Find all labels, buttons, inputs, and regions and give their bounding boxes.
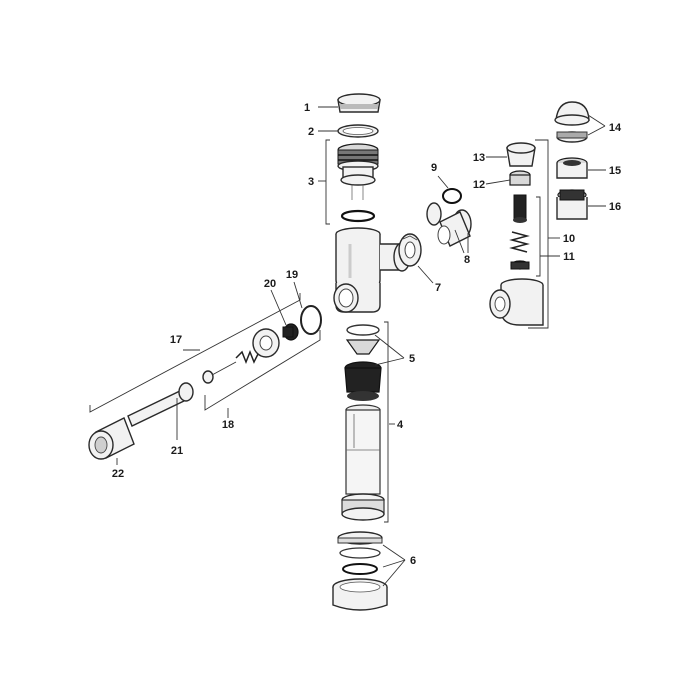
callout-18: 18 xyxy=(222,419,234,431)
part-7-coupling-nut xyxy=(398,233,422,267)
callout-5: 5 xyxy=(409,353,415,365)
callout-21: 21 xyxy=(171,445,183,457)
part-21-handle-shaft xyxy=(89,293,301,427)
part-14-dome-cap xyxy=(554,101,590,143)
callout-10: 10 xyxy=(563,233,575,245)
callout-19: 19 xyxy=(286,269,298,281)
part-20-bushing xyxy=(282,323,299,341)
callout-7: 7 xyxy=(435,282,441,294)
valve-body xyxy=(333,227,411,313)
callout-2: 2 xyxy=(308,126,314,138)
callout-3: 3 xyxy=(308,176,314,188)
part-15-adapter xyxy=(556,157,588,179)
part-6-outlet-coupling xyxy=(332,531,388,611)
callout-15: 15 xyxy=(609,165,621,177)
part-22-handle-grip xyxy=(88,417,135,460)
callout-13: 13 xyxy=(473,152,485,164)
part-5-diaphragm xyxy=(344,324,382,401)
callout-9: 9 xyxy=(431,162,437,174)
part-11-spring xyxy=(509,231,530,270)
part-18-handle-bearing xyxy=(202,328,321,411)
part-2-gasket xyxy=(337,124,379,138)
leader-lines xyxy=(116,106,606,587)
callout-14: 14 xyxy=(609,122,622,134)
callout-1: 1 xyxy=(304,102,310,114)
part-12-piston xyxy=(509,170,541,277)
callout-11: 11 xyxy=(563,251,575,263)
part-13-cap xyxy=(506,142,536,167)
callout-6: 6 xyxy=(410,555,416,567)
callout-20: 20 xyxy=(264,278,276,290)
callout-22: 22 xyxy=(112,468,124,480)
part-4-flush-tube xyxy=(341,321,389,523)
part-10-stop-body xyxy=(489,139,549,329)
callout-16: 16 xyxy=(609,201,621,213)
part-16-adapter xyxy=(556,189,588,220)
callout-12: 12 xyxy=(473,179,485,191)
part-19-o-ring xyxy=(300,305,322,335)
callout-4: 4 xyxy=(397,419,404,431)
callout-8: 8 xyxy=(464,254,470,266)
callout-labels: 1 2 3 4 5 6 7 8 9 10 11 12 13 14 15 16 1… xyxy=(112,102,622,567)
callout-17: 17 xyxy=(170,334,182,346)
part-1-cap xyxy=(337,93,381,113)
part-8-coupling xyxy=(426,202,472,247)
part-3-cartridge xyxy=(325,139,379,225)
part-9-o-ring xyxy=(442,188,462,204)
